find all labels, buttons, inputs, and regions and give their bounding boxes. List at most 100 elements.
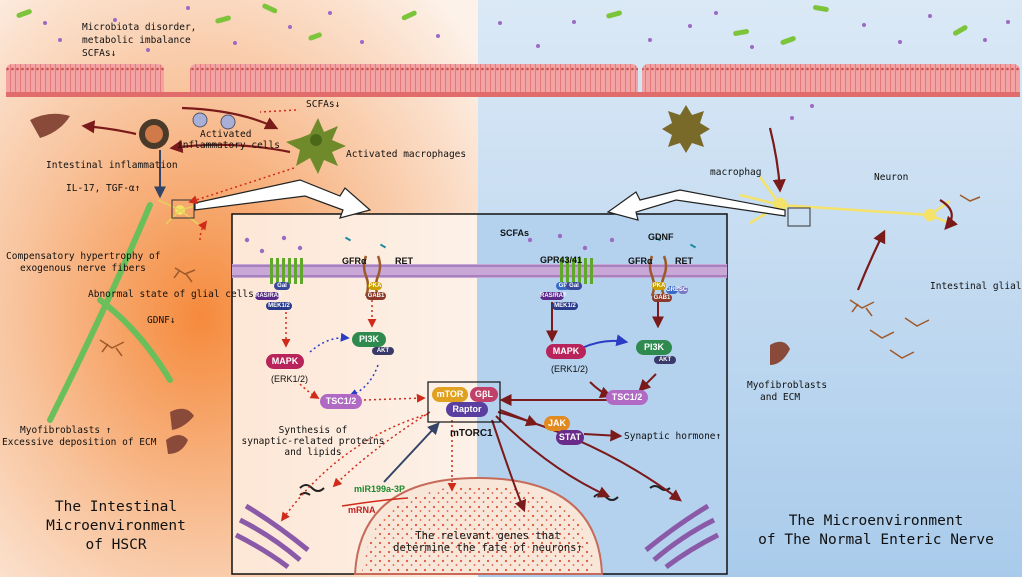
microbiota-label-2: metabolic imbalance <box>82 35 191 46</box>
microbiota-label-3: SCFAs↓ <box>82 48 117 59</box>
inflammatory-cell <box>139 119 169 149</box>
right-title-line-1: The Microenvironment <box>788 513 964 529</box>
gpr-receptor-right <box>560 258 593 284</box>
jak-pill: JAK <box>544 416 570 431</box>
tsc-right-pill: TSC1/2 <box>606 390 648 405</box>
glial-state-label: Abnormal state of glial cells <box>88 289 254 300</box>
left-title-line-2: Microenvironment <box>46 517 186 534</box>
ret-right-label: RET <box>675 256 693 266</box>
activated-cells-label-1: Activated <box>200 129 252 140</box>
scfas-label: SCFAs <box>500 228 530 238</box>
arrow-mapk-to-pi3k-right <box>581 334 629 349</box>
myofibroblasts-right-label-1: Myofibroblasts <box>747 380 828 391</box>
neuron-label: Neuron <box>874 172 909 183</box>
synthesis-label: Synthesis of synaptic-related proteins a… <box>241 425 385 459</box>
arrow-stat-to-hormone <box>583 429 623 442</box>
bacteria-group <box>16 3 968 45</box>
myofibroblasts-label-2: Excessive deposition of ECM <box>2 437 157 448</box>
macrophage-label: macrophag <box>710 167 762 178</box>
genes-line-2: determine the fate of neurons↑ <box>393 542 583 555</box>
arrow-mtor-to-nucleus-right <box>491 419 527 513</box>
arrow-macrophage-to-neuron <box>188 167 295 205</box>
glial-cells-right <box>849 194 981 359</box>
pi3k-left-pill: PI3K <box>352 332 386 347</box>
arrow-macrophage-to-inflammation <box>169 140 291 154</box>
akt-left-pill: AKT <box>372 347 394 355</box>
myofibroblasts-label-1: Myofibroblasts ↑ <box>20 425 112 436</box>
gab-right: GAB1 <box>652 294 672 302</box>
activated-cells-label-2: inflammatory cells <box>177 140 280 151</box>
epithelium-band <box>6 64 1020 97</box>
erk-left-label: (ERK1/2) <box>271 374 309 384</box>
synthesis-line-3: and lipids <box>284 446 342 458</box>
grb-right: GRB <box>666 286 680 294</box>
microbiota-label-1: Microbiota disorder, <box>82 22 197 33</box>
synthesis-line-2: synaptic-related proteins <box>241 435 385 447</box>
raptor-pill: Raptor <box>446 402 488 417</box>
left-panel-title: The Intestinal Microenvironment of HSCR <box>46 498 186 555</box>
gfra-right-label: GFRα <box>628 256 653 266</box>
mapk-right-pill: MAPK <box>546 344 586 359</box>
myofibroblast-left-top <box>30 113 70 138</box>
gab-left: GAB1 <box>366 292 386 300</box>
inflammation-label: Intestinal inflammation <box>46 160 178 171</box>
erk-right-label: (ERK1/2) <box>551 364 589 374</box>
arrow-scfa-to-neuron-right <box>768 127 786 193</box>
mirna-label: miR199a-3P <box>354 484 406 494</box>
myofibroblast-left-bottom <box>166 408 194 454</box>
arrow-glia-to-neuron <box>198 220 208 241</box>
genes-label: The relevant genes that determine the fa… <box>393 530 583 554</box>
gal-left: Gal <box>274 282 290 290</box>
synthesis-line-1: Synthesis of <box>278 425 348 436</box>
arrow-to-myofibroblast <box>81 120 137 136</box>
gpr-label: GPR43/41 <box>540 255 583 265</box>
arrow-mtor-to-ribosome-right <box>495 415 611 498</box>
stat-pill: STAT <box>556 430 584 445</box>
pka-right: PKA <box>652 282 666 290</box>
right-panel-title: The Microenvironment of The Normal Enter… <box>758 512 994 550</box>
endoplasmic-reticulum-left <box>234 503 310 570</box>
mrna-strand <box>341 497 409 507</box>
neuron-right-frame <box>787 207 811 227</box>
activated-macrophage <box>286 118 346 174</box>
left-title-line-1: The Intestinal <box>54 499 178 515</box>
arrow-scfa-to-macrophage <box>181 106 279 130</box>
myofibroblasts-right-label-2: and ECM <box>760 392 801 403</box>
hypertrophy-label-2: exogenous nerve fibers <box>20 263 146 274</box>
mek-left: MEK1/2 <box>266 302 292 310</box>
gpr-receptor-left <box>270 258 303 284</box>
arrow-mtor-to-er-right <box>497 411 682 502</box>
nerve-fiber <box>47 202 173 423</box>
ret-receptor-left <box>362 255 382 297</box>
arrow-mirna-to-mtor <box>383 422 440 483</box>
left-title-line-3: of HSCR <box>85 536 147 553</box>
macrophage-right <box>662 105 710 153</box>
tsc-left-pill: TSC1/2 <box>320 394 362 409</box>
genes-line-1: The relevant genes that <box>415 530 561 542</box>
pi3k-right-pill: PI3K <box>636 340 672 355</box>
dotted-scfa-line <box>259 109 297 113</box>
arrow-tsc-to-mtor-left <box>363 393 426 403</box>
mrna-label: mRNA <box>348 505 376 515</box>
scfa-dots <box>43 6 1010 120</box>
hollow-arrow-left <box>194 179 372 219</box>
ret-left-label: RET <box>395 256 413 266</box>
arrow-mtor-to-er-left <box>280 413 429 522</box>
gbl-pill: GβL <box>470 387 498 402</box>
synaptic-hormone-label: Synaptic hormone↑ <box>624 431 722 442</box>
rasraf-left: RAS/RAF <box>255 292 282 300</box>
activated-inflammatory-cells <box>192 112 236 130</box>
arrow-mapk-to-tsc-left <box>299 383 320 399</box>
arrow-mapk-to-pi3k-left <box>309 332 350 353</box>
ret-receptor-right <box>648 255 668 297</box>
nucleus <box>353 476 604 575</box>
right-title-line-2: of The Normal Enteric Nerve <box>758 531 994 548</box>
glial-label: Intestinal glial <box>930 281 1022 292</box>
mtor-pill: mTOR <box>432 387 468 402</box>
mtor-complex-frame <box>427 381 501 423</box>
akt-right-pill: AKT <box>654 356 676 364</box>
scfas-down-label: SCFAs↓ <box>306 99 341 110</box>
mapk-left-pill: MAPK <box>266 354 304 369</box>
